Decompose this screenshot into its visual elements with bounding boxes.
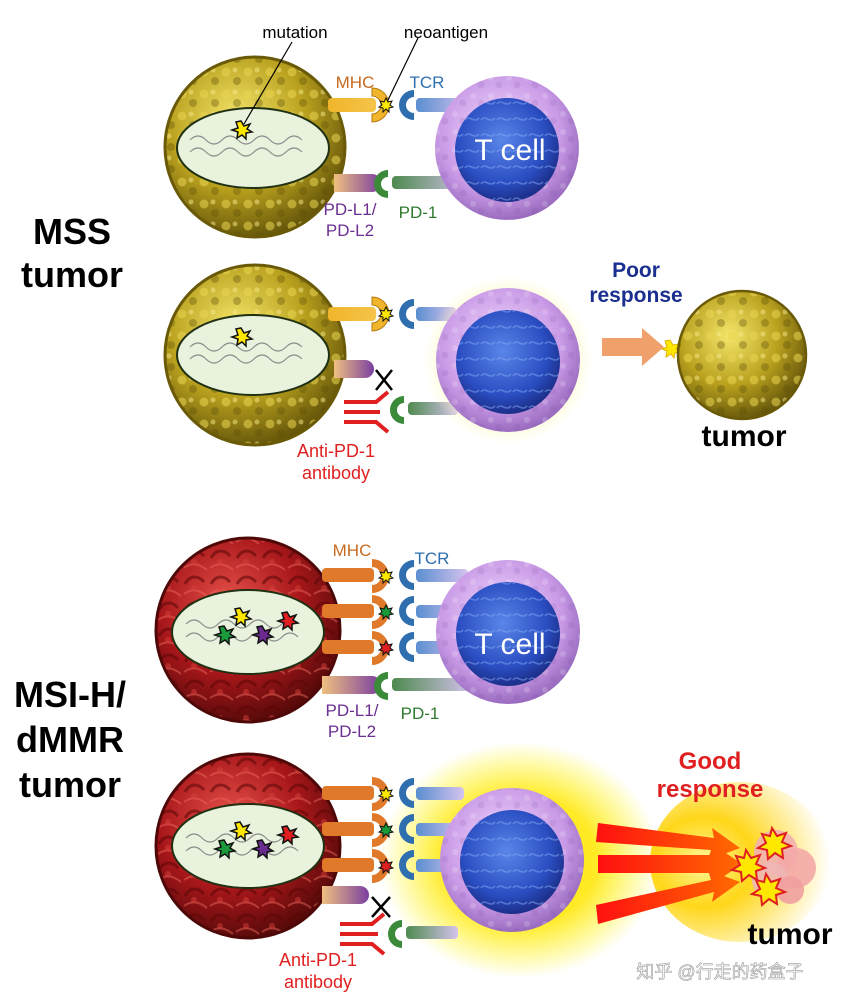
mutation-pointer <box>243 41 293 125</box>
mhc-molecules <box>322 559 395 665</box>
poor-response-label-line2: response <box>589 284 682 307</box>
neoantigen-label: neoantigen <box>404 23 488 42</box>
neoantigen-star-green-icon <box>212 625 238 646</box>
msi-panel-1: MHC TCR T cell PD-L1/ PD-L2 PD-1 <box>154 536 580 741</box>
destroyed-tumor <box>729 825 816 907</box>
t-cell-4 <box>440 788 584 932</box>
tcr-receptors <box>399 778 464 880</box>
mhc-molecule <box>328 87 395 123</box>
neoantigen-star-yellow-icon <box>228 607 254 628</box>
pdl1-molecule <box>322 886 369 904</box>
good-response-label-line2: response <box>657 776 764 803</box>
anti-pd1-label-line1: Anti-PD-1 <box>279 950 357 970</box>
neoantigen-star-icon <box>229 120 255 141</box>
t-cell-3 <box>436 560 580 704</box>
t-cell-2 <box>424 276 592 444</box>
pdl1-label: PD-L1/ <box>324 200 377 219</box>
pdl1-pd1-pair <box>322 672 472 700</box>
t-cell-1 <box>435 76 579 220</box>
anti-pd1-antibody-icon <box>344 390 390 434</box>
mhc-molecules <box>322 777 395 883</box>
t-cell-label: T cell <box>474 134 545 167</box>
neoantigen-star-green-icon <box>212 839 238 860</box>
msi-tumor-cell-1 <box>154 536 342 724</box>
msi-panel-2: Good response tumor Anti-PD-1 antibody <box>154 742 833 992</box>
mutation-label: mutation <box>262 23 327 42</box>
blocked-cross-icon <box>371 896 391 918</box>
pd1-receptor <box>388 920 458 948</box>
msi-group-label-line1: MSI-H/ <box>14 674 126 715</box>
neoantigen-star-yellow-icon <box>228 821 254 842</box>
watermark: 知乎 @行走的药盒子 <box>636 962 803 982</box>
anti-pd1-label-line2: antibody <box>302 463 370 483</box>
mss-tumor-label: tumor <box>702 420 787 453</box>
anti-pd1-label-line1: Anti-PD-1 <box>297 441 375 461</box>
neoantigen-star-red-icon <box>275 611 301 632</box>
msi-tumor-label: tumor <box>748 918 833 951</box>
neoantigen-pointer <box>387 37 419 101</box>
mss-panel-1: mutation neoantigen MHC TCR T cell PD-L1… <box>163 23 579 240</box>
pdl2-label: PD-L2 <box>326 221 374 240</box>
neoantigen-star-purple-icon <box>250 839 276 860</box>
good-response-arrows <box>596 823 742 924</box>
mhc-molecule <box>328 296 395 332</box>
poor-response-arrow <box>602 328 664 366</box>
burst-icon <box>729 847 768 883</box>
pdl1-molecule <box>334 360 374 378</box>
pd1-label: PD-1 <box>399 203 438 222</box>
neoantigen-star-purple-icon <box>250 625 276 646</box>
mss-group-label-line1: MSS <box>33 211 111 252</box>
mhc-label: MHC <box>333 541 372 560</box>
poor-response-label-line1: Poor <box>612 259 660 282</box>
tcr-label: TCR <box>410 73 445 92</box>
good-response-label-line1: Good <box>679 748 742 775</box>
mss-tumor-small <box>676 289 808 421</box>
msi-group-label-line3: tumor <box>19 764 121 805</box>
t-cell-label: T cell <box>474 628 545 661</box>
burst-icon <box>755 825 794 861</box>
msi-group-label-line2: dMMR <box>16 719 124 760</box>
neoantigen-star-red-icon <box>275 825 301 846</box>
mss-panel-2: Poor response tumor Anti-PD-1 antibody <box>163 259 808 483</box>
neoantigen-star-icon <box>229 327 255 348</box>
anti-pd1-label-line2: antibody <box>284 972 352 992</box>
mss-group-label-line2: tumor <box>21 254 123 295</box>
blocked-cross-icon <box>375 369 393 391</box>
mhc-label: MHC <box>336 73 375 92</box>
anti-pd1-antibody-icon <box>340 912 386 956</box>
tcr-label: TCR <box>415 549 450 568</box>
mss-tumor-cell-2 <box>163 263 347 447</box>
burst-icon <box>749 871 788 907</box>
msi-tumor-cell-2 <box>154 752 342 940</box>
mss-tumor-cell-1 <box>163 55 347 239</box>
pdl2-label: PD-L2 <box>328 722 376 741</box>
pd1-label: PD-1 <box>401 704 440 723</box>
pdl1-label: PD-L1/ <box>326 701 379 720</box>
